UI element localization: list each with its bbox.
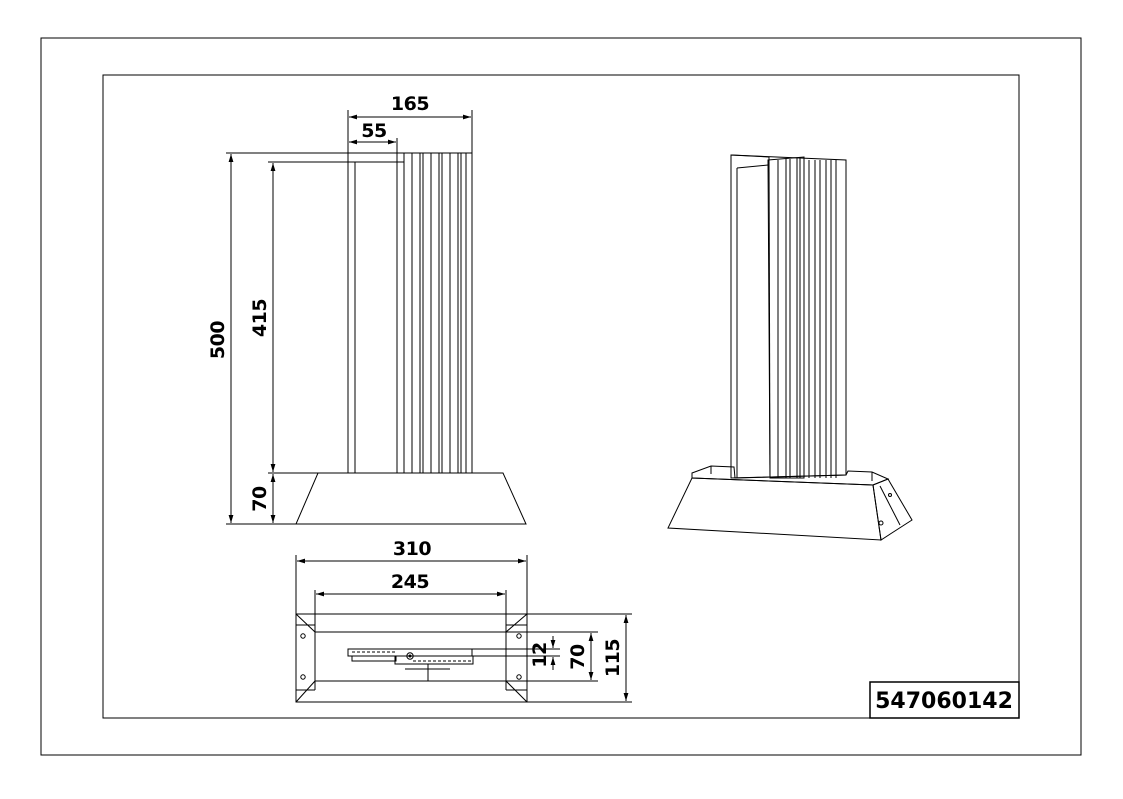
dim-base-length: 310 — [393, 538, 431, 560]
front-base — [295, 472, 527, 525]
front-view — [226, 110, 527, 525]
iso-base — [667, 477, 882, 541]
dim-width-total: 165 — [391, 93, 429, 115]
dim-depth-total: 115 — [602, 639, 624, 677]
isometric-view — [667, 154, 913, 541]
iso-column — [730, 154, 847, 479]
top-view — [295, 555, 632, 703]
dim-width-inner: 55 — [361, 120, 386, 142]
top-base — [295, 613, 528, 703]
inner-frame — [102, 74, 1020, 719]
part-number-box — [869, 681, 1020, 719]
dim-base-inner: 245 — [391, 571, 429, 593]
dim-height-column: 415 — [249, 299, 271, 337]
dim-height-total: 500 — [207, 321, 229, 359]
dim-depth-mid: 70 — [567, 644, 589, 670]
outer-frame — [40, 37, 1082, 756]
dim-depth-small: 12 — [529, 642, 551, 667]
part-number: 547060142 — [875, 689, 1013, 714]
dim-height-base: 70 — [249, 486, 271, 512]
front-column — [347, 152, 473, 474]
